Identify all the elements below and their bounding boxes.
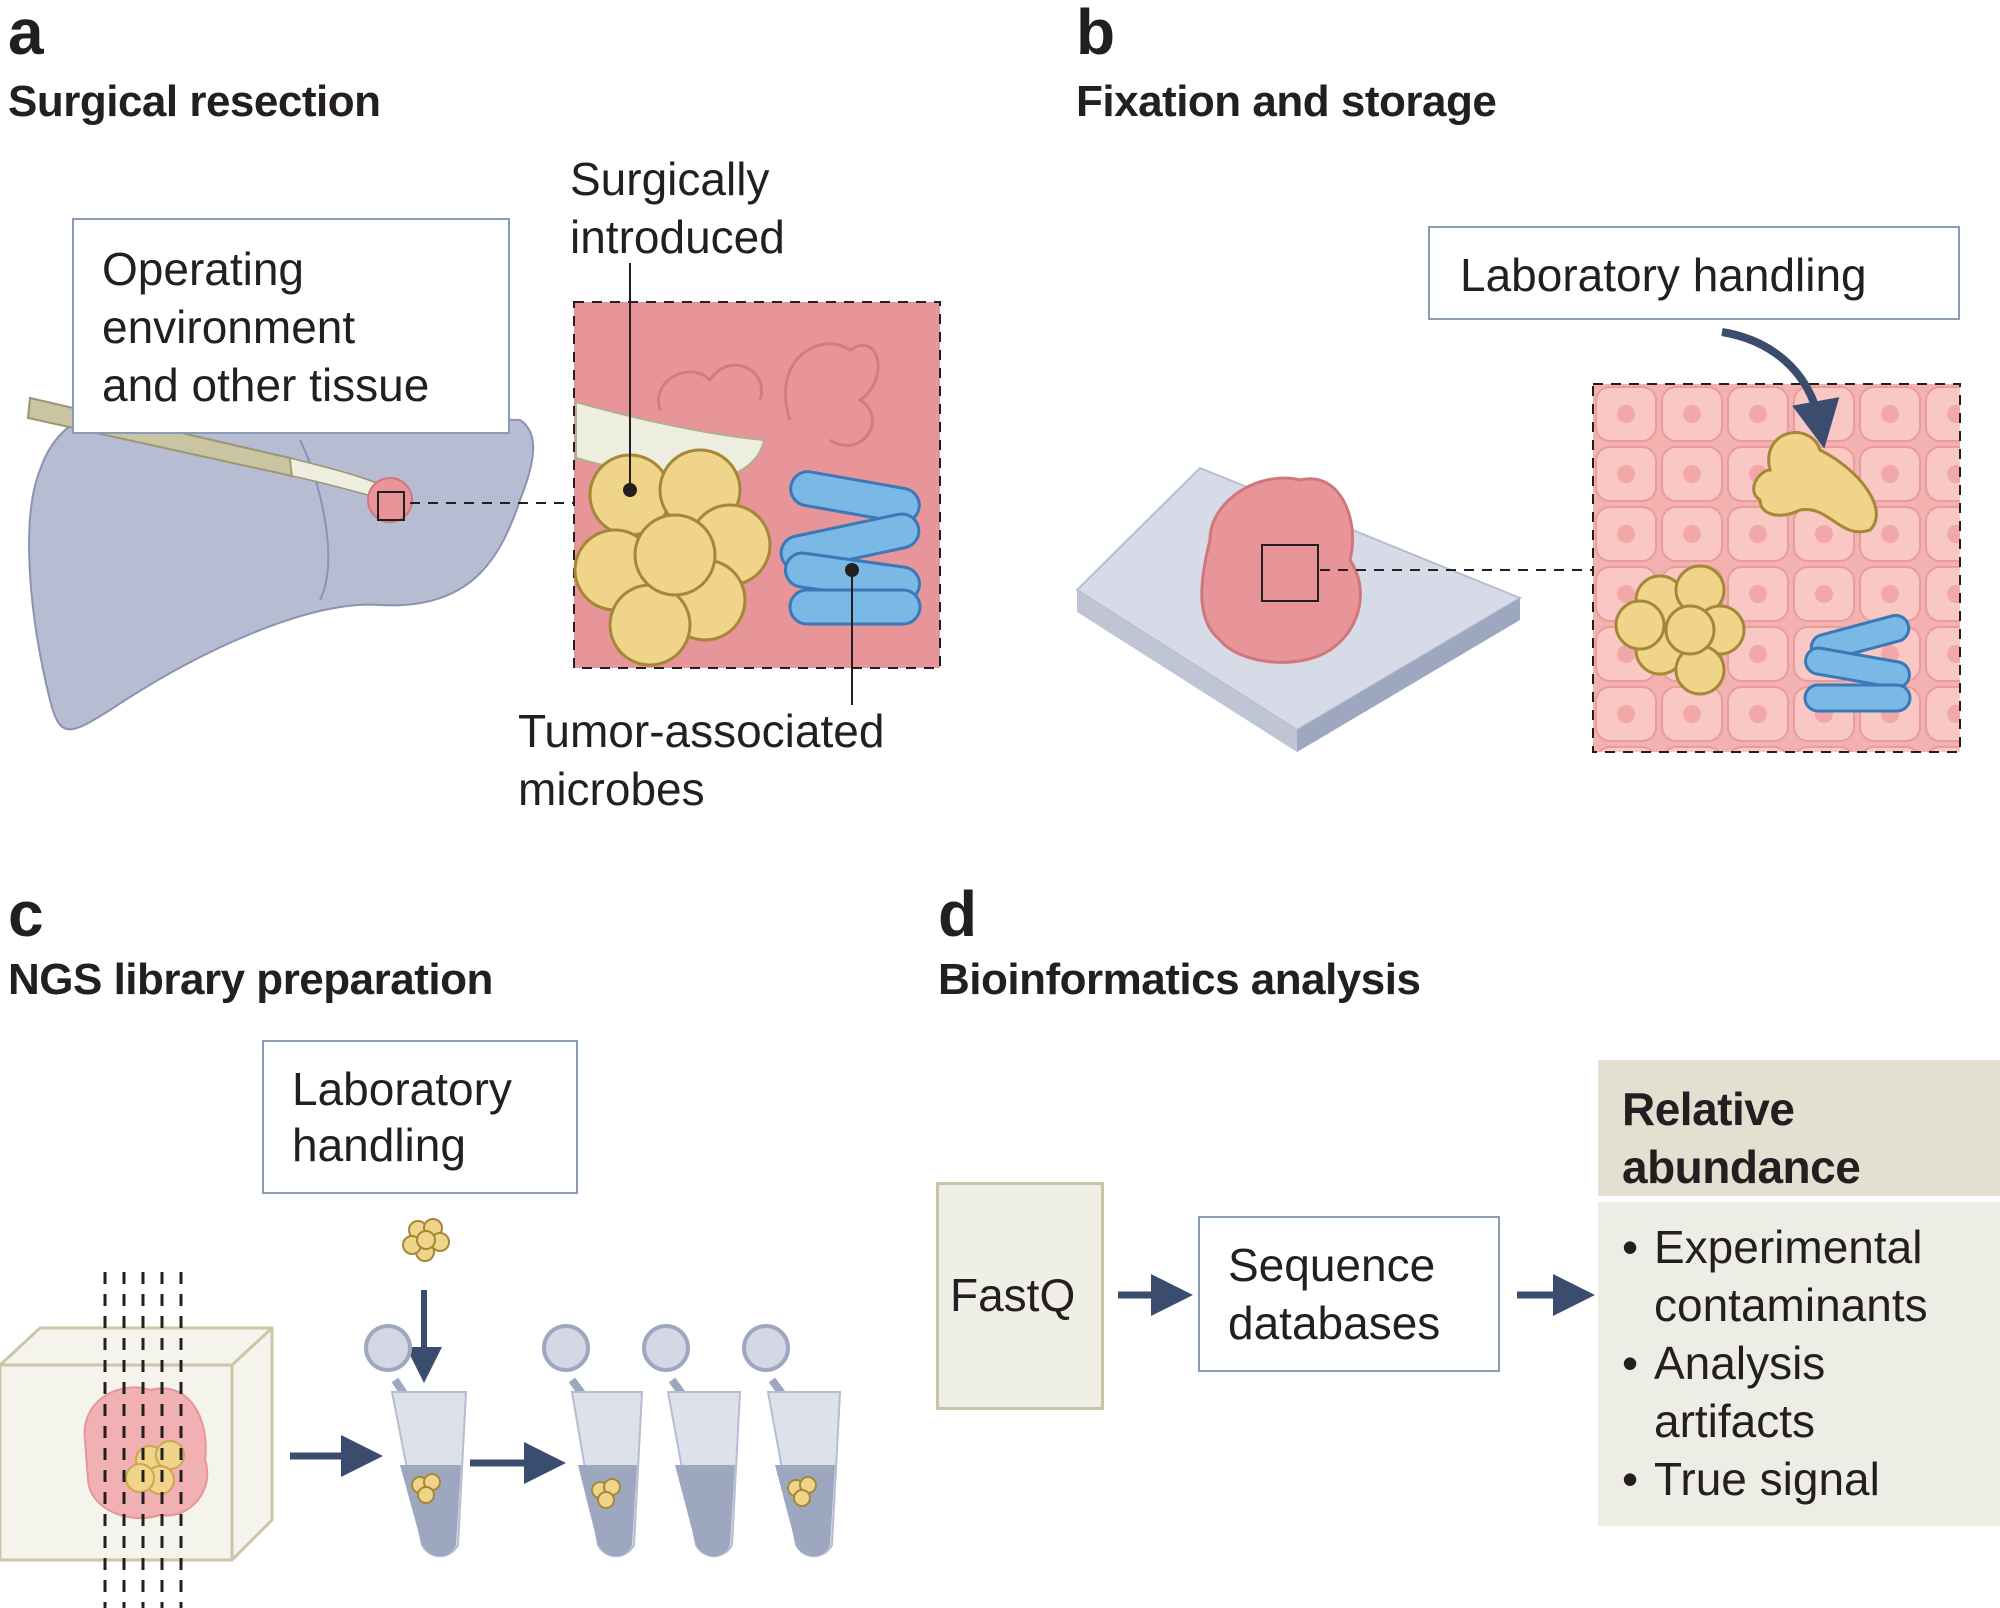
result-bullet-3: •: [1622, 1453, 1639, 1505]
section-cut-lines: [103, 1272, 183, 1608]
callout-operating-line1: Operating: [102, 243, 305, 295]
callout-lab-handling-b: [1428, 226, 1960, 320]
panel-title-a: Surgical resection: [8, 77, 381, 126]
label-tumor-line2: microbes: [518, 763, 705, 815]
callout-operating-environment: [72, 218, 510, 434]
tumor-small: [367, 477, 413, 523]
panel-title-b: Fixation and storage: [1076, 77, 1497, 126]
sequence-databases-line2: databases: [1228, 1297, 1441, 1349]
result-bullet-1: •: [1622, 1221, 1639, 1273]
result-title-line2: abundance: [1622, 1141, 1861, 1193]
result-item-2-line2: artifacts: [1654, 1395, 1816, 1447]
result-list-box: [1598, 1202, 2000, 1526]
tube-3: [642, 1324, 742, 1558]
result-item-3-line1: True signal: [1654, 1453, 1880, 1505]
result-header-box: [1598, 1060, 2000, 1196]
bacilli-cluster-a: [779, 470, 922, 626]
fastq-box: [936, 1182, 1104, 1410]
result-item-2-line1: Analysis: [1654, 1337, 1826, 1389]
pointer-dot-tumor: [845, 563, 859, 577]
sequence-databases-line1: Sequence: [1228, 1239, 1436, 1291]
callout-lab-handling-c: [262, 1040, 578, 1194]
callout-lab-handling-c-line1: Laboratory: [292, 1063, 512, 1115]
panel-letter-c: c: [8, 878, 44, 950]
fastq-label: FastQ: [950, 1269, 1076, 1321]
panel-letter-a: a: [8, 0, 44, 68]
tube-2: [542, 1324, 644, 1558]
label-tumor-line1: Tumor-associated: [518, 705, 885, 757]
result-item-1-line2: contaminants: [1654, 1279, 1928, 1331]
result-title-line1: Relative: [1622, 1083, 1795, 1135]
sequence-databases-box: [1198, 1216, 1500, 1372]
result-bullet-2: •: [1622, 1337, 1639, 1389]
cocci-falling-c: [402, 1218, 450, 1262]
panel-title-c: NGS library preparation: [8, 955, 493, 1004]
tissue-in-block: [83, 1386, 209, 1520]
callout-lab-handling-b-text: Laboratory handling: [1460, 249, 1867, 301]
panel-title-d: Bioinformatics analysis: [938, 955, 1421, 1004]
tissue-section-b: [1200, 476, 1362, 664]
bacilli-cluster-b: [1803, 613, 1912, 713]
label-surgically-line2: introduced: [570, 211, 785, 263]
tube-4: [742, 1324, 842, 1558]
callout-lab-handling-c-line2: handling: [292, 1119, 466, 1171]
tube-1: [364, 1324, 468, 1558]
cocci-cluster-a: [573, 448, 772, 667]
callout-operating-line3: and other tissue: [102, 359, 430, 411]
cocci-cluster-b: [1614, 564, 1746, 696]
pointer-dot-surgical: [623, 483, 637, 497]
label-surgically-line1: Surgically: [570, 153, 770, 205]
result-item-1-line1: Experimental: [1654, 1221, 1923, 1273]
panel-letter-b: b: [1076, 0, 1115, 68]
callout-operating-line2: environment: [102, 301, 356, 353]
handling-arrow-b: [1721, 328, 1840, 449]
panel-letter-d: d: [938, 878, 977, 950]
